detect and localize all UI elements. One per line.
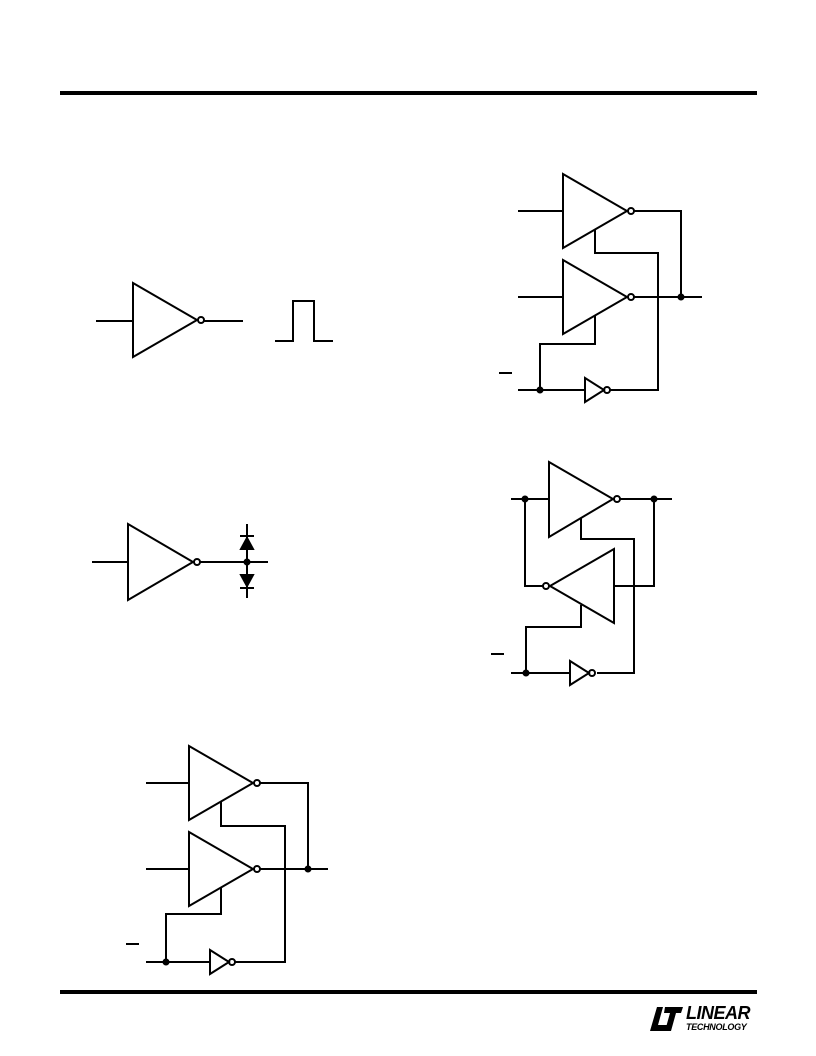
enable-b-wire <box>165 888 222 962</box>
reverse-buffer-triangle <box>548 547 615 625</box>
inversion-bubble <box>197 316 205 324</box>
buffer-a-output <box>634 210 682 297</box>
circuit-buffer-arrows <box>92 522 268 602</box>
linear-technology-logo: LINEAR TECHNOLOGY <box>648 1004 760 1036</box>
inverter-bubble <box>228 958 236 966</box>
buffer-b-triangle <box>188 830 255 908</box>
lt-logo-icon <box>650 1007 683 1031</box>
enable-a-wire <box>594 230 659 391</box>
arrow-down-head <box>239 574 255 589</box>
junction-dot <box>243 558 251 566</box>
inverter-triangle <box>584 376 606 404</box>
buffer-a-bubble <box>627 207 635 215</box>
port-a-return <box>524 499 543 587</box>
footer-rule <box>60 990 757 994</box>
circuit-transceiver <box>491 460 672 687</box>
logo-word-linear: LINEAR <box>686 1003 751 1023</box>
buffer-a-triangle <box>188 744 255 822</box>
enable-reverse-wire <box>525 605 582 673</box>
logo-word-technology: TECHNOLOGY <box>686 1022 747 1032</box>
output-junction <box>677 293 685 301</box>
inverter-triangle <box>209 948 231 976</box>
forward-buffer-bubble <box>613 495 621 503</box>
inverter-triangle <box>569 659 591 687</box>
control-junction <box>162 958 170 966</box>
buffer-triangle <box>127 522 195 602</box>
inverter-bubble <box>588 669 596 677</box>
buffer-b-bubble <box>627 293 635 301</box>
enable-forward-wire <box>580 518 635 674</box>
circuit-mux-right <box>499 172 702 404</box>
control-junction <box>522 669 530 677</box>
buffer-a-bubble <box>253 779 261 787</box>
buffer-b-triangle <box>562 258 629 336</box>
control-junction <box>536 386 544 394</box>
buffer-a-output <box>260 782 309 869</box>
header-rule <box>60 91 757 95</box>
reverse-buffer-bubble <box>542 582 550 590</box>
output-junction <box>304 865 312 873</box>
circuit-mux-left <box>126 744 328 976</box>
buffer-b-bubble <box>253 865 261 873</box>
enable-a-wire <box>220 802 286 963</box>
port-b-return <box>614 499 655 587</box>
inverter-bubble <box>603 386 611 394</box>
inversion-bubble <box>193 558 201 566</box>
pulse-waveform <box>275 300 333 342</box>
circuit-pulse-buffer <box>96 281 333 359</box>
buffer-a-triangle <box>562 172 629 250</box>
arrow-up-head <box>239 535 255 550</box>
enable-b-wire <box>539 316 596 390</box>
buffer-triangle <box>132 281 199 359</box>
